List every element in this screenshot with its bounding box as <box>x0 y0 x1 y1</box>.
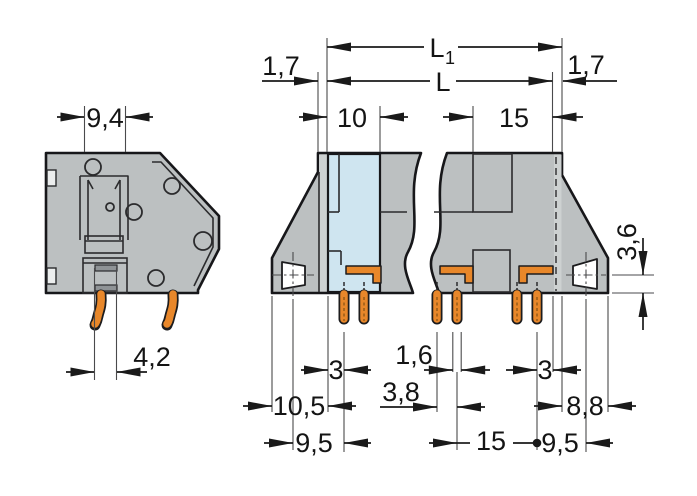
front-internal-lines <box>328 153 557 293</box>
front-view: L 1 L 1,7 1,7 <box>243 33 654 458</box>
side-pin-left <box>91 290 105 328</box>
dim-pitch: 15 <box>429 426 542 456</box>
dim-pin-edge-left: 3 <box>301 355 371 385</box>
side-hole-6 <box>105 202 115 212</box>
side-inner-contour <box>152 161 214 287</box>
dim-label-pitch: 15 <box>476 426 506 456</box>
dim-side-pin-offset: 4,2 <box>66 268 171 380</box>
dim-overall-l1: L 1 <box>327 33 562 68</box>
dim-side-slot-width: 9,4 <box>57 103 153 152</box>
dim-dot-terminator <box>532 438 542 448</box>
dim-pin-width: 1,6 <box>395 340 490 375</box>
side-view: 9,4 4,2 <box>44 103 221 380</box>
dim-label-foot-right: 8,8 <box>566 391 604 421</box>
dim-label-pole-large: 15 <box>499 103 529 133</box>
side-edge-slot-top <box>46 169 57 187</box>
front-pins <box>338 289 543 325</box>
dim-label-end-right: 1,7 <box>567 50 605 80</box>
busbar-pole1 <box>345 265 382 284</box>
dim-label-center-right: 9,5 <box>541 428 579 458</box>
dim-label-l1: L <box>429 33 444 63</box>
front-top-dimensions: L 1 L 1,7 1,7 <box>262 33 617 152</box>
side-slot-wall-left <box>87 179 94 240</box>
side-hole-1 <box>84 158 102 176</box>
dim-label-pin-gap: 3,8 <box>382 377 420 407</box>
dim-label-foot-left: 10,5 <box>273 391 326 421</box>
dim-pole-large: 15 <box>443 103 583 133</box>
side-clamp-block <box>84 235 124 254</box>
dim-pin-gap: 3,8 <box>380 377 485 412</box>
dim-end-left: 1,7 <box>262 51 318 86</box>
dim-label-pin-width: 1,6 <box>395 340 433 370</box>
dim-end-right: 1,7 <box>562 50 617 86</box>
busbar-pole2 <box>439 265 474 284</box>
dim-foot-right: 8,8 <box>534 391 636 421</box>
dim-label-side-width: 9,4 <box>86 103 124 133</box>
side-hole-4 <box>193 231 213 251</box>
side-slot-outline <box>79 175 129 240</box>
dim-label-center-left: 9,5 <box>295 428 333 458</box>
dim-pin-edge-right: 3 <box>506 355 581 385</box>
front-end-strip-left <box>319 154 327 292</box>
dim-label-l1-sub: 1 <box>445 48 455 68</box>
side-hole-2 <box>163 177 181 195</box>
side-hole-5 <box>147 269 165 287</box>
front-busbars <box>345 265 554 284</box>
dim-label-l: L <box>435 67 450 97</box>
side-carrier-slot-2 <box>94 284 118 292</box>
dim-pole-small: 10 <box>299 103 408 133</box>
dim-label-pole-small: 10 <box>337 103 367 133</box>
side-edge-slot-bottom <box>46 267 57 285</box>
side-slot-wall-right <box>114 179 121 240</box>
front-end-strip-right <box>554 154 562 292</box>
dim-clearance: 3,6 <box>612 223 654 330</box>
dim-center-left: 9,5 <box>264 428 371 458</box>
front-body-right <box>429 151 610 295</box>
dim-center-right: 9,5 <box>541 428 613 458</box>
busbar-pole3 <box>518 265 554 284</box>
dim-label-pin-edge-right: 3 <box>537 355 552 385</box>
front-bottom-dimensions: 3 1,6 3 <box>243 223 654 458</box>
dim-label-clearance: 3,6 <box>612 223 642 261</box>
dim-overall-l: L <box>327 67 553 97</box>
side-pin-right <box>163 290 177 328</box>
side-body <box>44 151 221 295</box>
dim-label-side-pin: 4,2 <box>133 342 171 372</box>
side-carrier-slot-1 <box>94 264 118 272</box>
front-window-right <box>572 258 598 290</box>
dim-label-pin-edge-left: 3 <box>328 355 343 385</box>
dim-foot-left: 10,5 <box>243 391 356 421</box>
side-hole-3 <box>125 203 143 221</box>
dim-label-end-left: 1,7 <box>262 51 300 81</box>
